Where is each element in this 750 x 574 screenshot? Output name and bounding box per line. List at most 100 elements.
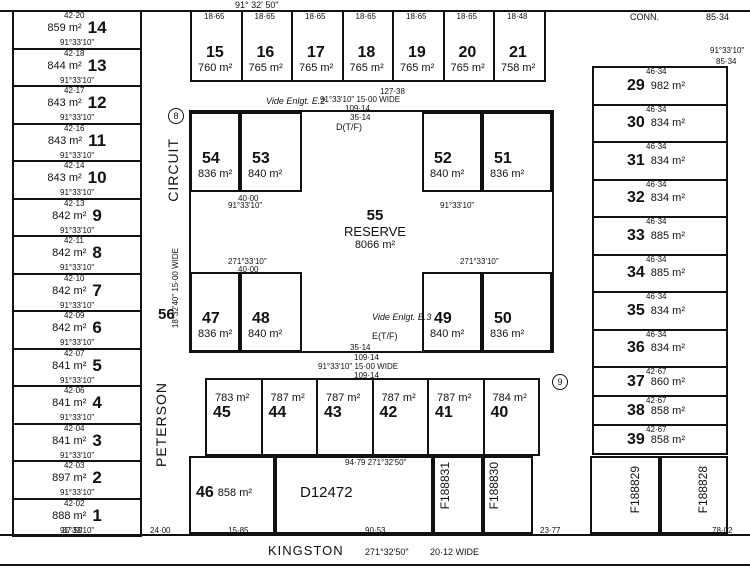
circuit-width: 18°32'40" 15·00 WIDE [171, 248, 180, 329]
lot-46-number: 46 [196, 484, 214, 501]
lot-area: 841 m² [52, 359, 87, 372]
lot-number: 8 [92, 243, 102, 262]
vide-e2: Vide Enlgt. E.2 [266, 96, 326, 106]
inner-top-lot-52-number: 52 [434, 150, 452, 167]
lot-area: 842 m² [52, 322, 87, 334]
top-lot-15-width: 18·65 [204, 12, 225, 21]
bottom-lot-43-area: 787 m² [326, 392, 361, 404]
inner-top-lot-51-box [482, 112, 552, 192]
bottom-lot-41-area: 787 m² [437, 392, 472, 404]
lot-number: 6 [92, 318, 102, 337]
right-lot-32-top: 46·34 [646, 179, 667, 189]
top-lot-18-number: 18 [357, 44, 376, 61]
top-right-dim: 85·34 [716, 57, 737, 66]
bottom-lot-42-box [371, 378, 429, 456]
lot-number: 36 [626, 339, 645, 357]
e-dim: 35·14 [350, 343, 371, 352]
marker-8: 8 [168, 108, 184, 124]
reserve-bearing-bottom-right: 271°33'10" [460, 257, 499, 266]
lot-area: 834 m² [650, 304, 686, 317]
lot-number: 34 [626, 264, 645, 282]
lot-number: 2 [92, 468, 102, 487]
right-lot-39-box [592, 424, 728, 455]
left-lot-10-top: 42·14 [64, 161, 85, 170]
left-lot-12-box [12, 85, 142, 125]
bot-road-dim: 109·14 [354, 353, 379, 362]
right-lot-35-top: 46·34 [646, 292, 667, 301]
left-lot-11-bearing: 91°33'10" [60, 150, 95, 160]
top-lot-15-number: 15 [206, 44, 224, 61]
lot-area: 897 m² [52, 472, 87, 484]
right-lot-38-top: 42·67 [646, 396, 667, 405]
lot-number: 39 [626, 430, 645, 448]
inner-top-lot-54-area: 836 m² [198, 168, 233, 180]
conn-label: CONN. [630, 12, 659, 22]
lot-number: 3 [92, 430, 102, 450]
left-lot-1-top: 42·02 [64, 498, 85, 508]
lot-area: 834 m² [650, 117, 686, 130]
lot-area: 844 m² [47, 59, 82, 72]
marker-9: 9 [552, 374, 568, 390]
kingston-dim-2: 24·00 [150, 526, 171, 535]
left-lot-7-bearing: 91°33'10" [60, 300, 95, 310]
bottom-mid-dim: 94·79 271°32'50" [345, 458, 407, 467]
bottom-lot-44-area: 787 m² [270, 392, 305, 404]
left-lot-6: 842 m² 6 [18, 318, 136, 337]
lot-area: 842 m² [52, 209, 87, 222]
lot-area: 885 m² [650, 229, 686, 242]
left-lot-3-top: 42·04 [64, 423, 85, 433]
bottom-lot-40-area: 784 m² [492, 392, 527, 404]
right-lot-38-box [592, 395, 728, 426]
f-plan-2: F188830 [487, 462, 501, 510]
inner-bottom-lot-47-area: 836 m² [198, 328, 233, 340]
f-plan-1: F188831 [438, 462, 452, 510]
left-lot-6-box [12, 310, 142, 350]
kingston-label: KINGSTON [268, 543, 344, 558]
right-lot-33-top: 46·34 [646, 217, 667, 226]
lot-number: 1 [92, 505, 102, 525]
lot-number: 32 [626, 189, 645, 207]
bottom-lot-43-box [316, 378, 374, 456]
inner-top-lot-52-box [422, 112, 482, 192]
lot-number: 7 [92, 280, 102, 300]
inner-top-lot-54-number: 54 [202, 150, 220, 167]
inner-bottom-lot-49-area: 840 m² [430, 328, 465, 340]
lot-area: 843 m² [47, 97, 82, 109]
f-plan-1-box [433, 456, 483, 534]
left-lot-1-bearing: 91°33'10" [60, 525, 95, 535]
lot-area: 888 m² [52, 509, 87, 522]
lot-area: 841 m² [52, 397, 87, 409]
kingston-dim-5: 23·77 [540, 526, 561, 535]
lot-number: 33 [626, 226, 645, 244]
reserve-bearing-top-right: 91°33'10" [440, 201, 475, 210]
lot-number: 35 [626, 301, 645, 319]
lot-area: 885 m² [650, 267, 686, 280]
inner-top-lot-52-area: 840 m² [430, 168, 465, 180]
top-lot-15-area: 760 m² [198, 62, 233, 74]
inner-bottom-lot-48-box [240, 272, 302, 352]
lot-number: 10 [87, 168, 107, 187]
top-lot-18-area: 765 m² [349, 62, 384, 74]
left-lot-2-bearing: 91°33'10" [60, 488, 95, 497]
lot-area: 859 m² [47, 22, 82, 34]
right-lot-35: 35 834 m² [598, 301, 714, 319]
peterson-label: PETERSON [153, 382, 169, 468]
bottom-lot-40-number: 40 [490, 404, 509, 421]
left-lot-12-bearing: 91°33'10" [60, 113, 95, 122]
d-plan-box [275, 456, 433, 534]
kingston-dim-1: 37·50 [62, 526, 83, 535]
right-lot-37-top: 42·67 [646, 367, 667, 376]
left-lot-2-top: 42·03 [64, 461, 85, 470]
kingston-dim-3: 15·85 [228, 526, 249, 535]
inner-bottom-lot-49-number: 49 [434, 310, 452, 327]
